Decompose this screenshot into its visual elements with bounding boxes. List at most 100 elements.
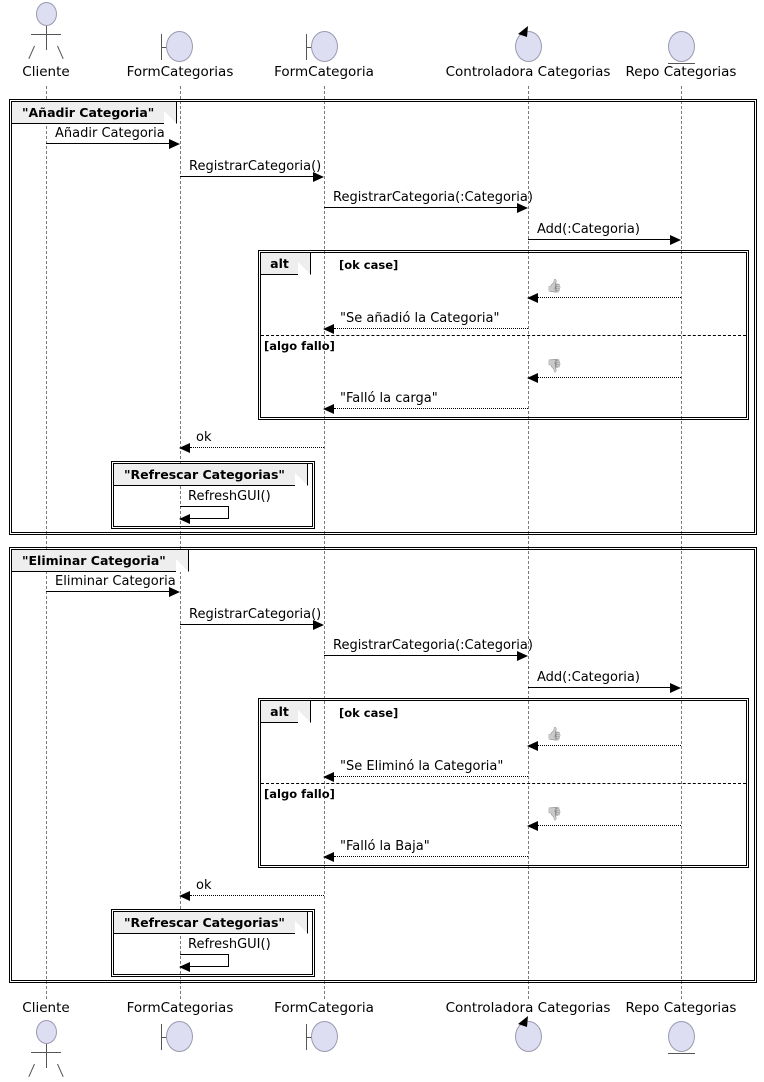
message-line-m5: [538, 297, 681, 298]
message-label: RefreshGUI(): [188, 489, 271, 504]
message-line-n6: [334, 776, 528, 777]
message-label: "Se Eliminó la Categoria": [340, 759, 504, 774]
message-line-m4: [528, 239, 671, 240]
message-label: ok: [196, 878, 212, 893]
lifeline-formcategoria: [324, 86, 325, 999]
alt-label: alt: [261, 701, 311, 723]
alt-branch-divider: [261, 783, 746, 784]
arrowhead-n9: [179, 890, 190, 901]
frame-label: "Refrescar Categorias": [114, 464, 308, 486]
participant-label: FormCategoria: [274, 64, 374, 80]
arrowhead-n4: [670, 682, 681, 693]
message-label: RegistrarCategoria(:Categoria): [333, 190, 533, 205]
message-line-m8: [334, 408, 528, 409]
actor-icon: [0, 2, 92, 59]
frame-refrescar-categorias-1: "Refrescar Categorias": [111, 461, 315, 529]
arrowhead-m5: [527, 292, 538, 303]
participant-head-cliente[interactable]: Cliente: [0, 2, 92, 80]
message-label: Añadir Categoria: [55, 126, 165, 141]
lifeline-repo: [681, 86, 682, 999]
alt-fragment-anadir: alt: [258, 250, 749, 420]
arrowhead-m3: [517, 202, 528, 213]
alt-guard-ok: [ok case]: [339, 706, 399, 720]
alt-guard-ok: [ok case]: [339, 258, 399, 272]
participant-label: Cliente: [22, 64, 70, 80]
arrowhead-m4: [670, 234, 681, 245]
arrowhead-n8: [323, 851, 334, 862]
alt-guard-fail: [algo fallo]: [264, 339, 335, 353]
thumbs-up-icon: 👍: [546, 727, 563, 742]
arrowhead-n3: [517, 650, 528, 661]
participant-label: Controladora Categorias: [445, 1000, 611, 1016]
message-line-m3: [324, 207, 518, 208]
participant-label: Repo Categorias: [625, 1000, 737, 1016]
message-line-m6: [334, 328, 528, 329]
alt-guard-fail: [algo fallo]: [264, 787, 335, 801]
thumbs-up-icon: 👍: [546, 279, 563, 294]
arrowhead-m7: [527, 372, 538, 383]
message-line-n3: [324, 655, 518, 656]
participant-foot-cliente[interactable]: Cliente: [0, 1000, 92, 1077]
entity-icon: [611, 30, 751, 64]
participant-head-formcategorias[interactable]: FormCategorias: [105, 30, 255, 80]
participant-label: Controladora Categorias: [445, 64, 611, 80]
boundary-icon: [254, 30, 394, 64]
arrowhead-n5: [527, 740, 538, 751]
lifeline-formcategorias: [180, 86, 181, 999]
arrowhead-m9: [179, 442, 190, 453]
frame-label: "Eliminar Categoria": [12, 550, 189, 572]
boundary-icon: [105, 30, 255, 64]
lifeline-controladora: [528, 86, 529, 999]
frame-eliminar-categoria: "Eliminar Categoria": [9, 547, 757, 983]
thumbs-down-icon: 👎: [546, 807, 563, 822]
participant-foot-controladora[interactable]: Controladora Categorias: [438, 1000, 618, 1054]
arrowhead-m1: [169, 138, 180, 149]
participant-head-repo[interactable]: Repo Categorias: [611, 30, 751, 80]
participant-label: Cliente: [22, 1000, 70, 1016]
control-icon: [438, 1016, 618, 1054]
frame-label: "Añadir Categoria": [12, 102, 178, 124]
alt-label: alt: [261, 253, 311, 275]
message-label: RegistrarCategoria(): [189, 159, 322, 174]
entity-icon: [611, 1020, 751, 1054]
message-line-m9: [190, 447, 324, 448]
message-label: RegistrarCategoria(:Categoria): [333, 638, 533, 653]
arrowhead-m2: [313, 171, 324, 182]
message-line-n7: [538, 825, 681, 826]
alt-fragment-eliminar: alt: [258, 698, 749, 868]
message-label: Eliminar Categoria: [55, 574, 176, 589]
arrowhead-n7: [527, 820, 538, 831]
arrowhead-m10: [179, 514, 190, 524]
participant-label: FormCategorias: [126, 1000, 234, 1016]
participant-head-controladora[interactable]: Controladora Categorias: [438, 26, 618, 80]
message-label: RegistrarCategoria(): [189, 607, 322, 622]
message-line-n2: [180, 624, 314, 625]
lifeline-cliente: [46, 86, 47, 999]
participant-label: FormCategorias: [126, 64, 234, 80]
participant-foot-formcategoria[interactable]: FormCategoria: [254, 1000, 394, 1054]
message-line-m7: [538, 377, 681, 378]
arrowhead-m8: [323, 403, 334, 414]
control-arrow-icon: [518, 26, 528, 37]
boundary-icon: [254, 1020, 394, 1054]
message-line-n8: [334, 856, 528, 857]
boundary-icon: [105, 1020, 255, 1054]
message-label: ok: [196, 430, 212, 445]
self-call-refreshgui-1: [180, 506, 229, 519]
message-line-n9: [190, 895, 324, 896]
message-label: "Se añadió la Categoria": [340, 311, 500, 326]
message-line-m2: [180, 176, 314, 177]
message-label: "Falló la Baja": [340, 839, 430, 854]
participant-label: FormCategoria: [274, 1000, 374, 1016]
participant-foot-repo[interactable]: Repo Categorias: [611, 1000, 751, 1054]
participant-label: Repo Categorias: [625, 64, 737, 80]
message-label: Add(:Categoria): [537, 222, 640, 237]
message-line-n4: [528, 687, 671, 688]
arrowhead-n2: [313, 619, 324, 630]
arrowhead-n1: [169, 586, 180, 597]
participant-foot-formcategorias[interactable]: FormCategorias: [105, 1000, 255, 1054]
message-line-n5: [538, 745, 681, 746]
participant-head-formcategoria[interactable]: FormCategoria: [254, 30, 394, 80]
frame-anadir-categoria: "Añadir Categoria": [9, 99, 757, 535]
